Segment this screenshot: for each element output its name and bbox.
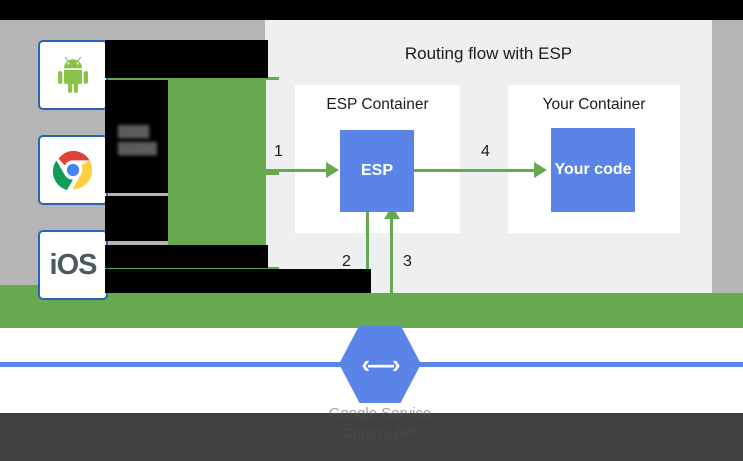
top-black-bar xyxy=(0,0,743,20)
redaction-block xyxy=(105,196,168,241)
android-connector xyxy=(104,77,279,80)
arrow-3-line xyxy=(390,218,393,330)
ios-icon: iOS xyxy=(49,248,98,281)
footer-bar xyxy=(0,413,743,461)
arrow-1-line xyxy=(265,169,327,172)
step-number-4: 4 xyxy=(481,143,490,160)
android-icon xyxy=(58,56,88,93)
footer-caption-line2: Control API xyxy=(342,425,418,442)
chrome-connector xyxy=(104,172,279,175)
footer-caption: Google Service Control API xyxy=(260,404,500,444)
step-number-1: 1 xyxy=(274,143,283,160)
client-card-android xyxy=(38,40,108,110)
blurred-label-line1: ████ xyxy=(118,126,150,138)
right-margin xyxy=(712,20,743,293)
footer-caption-line1: Google Service xyxy=(328,405,432,422)
step-number-3: 3 xyxy=(403,253,412,270)
arrow-4-line xyxy=(414,169,536,172)
redaction-block xyxy=(105,245,268,268)
diagram-title: Routing flow with ESP xyxy=(404,44,573,63)
blurred-label: ████ █████ xyxy=(118,124,170,160)
your-code-box: Your code xyxy=(551,128,635,212)
client-card-ios: iOS xyxy=(38,230,108,300)
your-container-label: Your Container xyxy=(542,96,646,113)
ios-connector xyxy=(104,267,279,270)
blurred-label-line2: █████ xyxy=(118,143,157,155)
esp-container-label: ESP Container xyxy=(326,96,429,113)
redaction-block xyxy=(105,40,268,78)
redaction-block xyxy=(105,80,168,193)
chrome-icon xyxy=(52,150,93,191)
code-brackets-icon: ‹—› xyxy=(361,348,400,379)
esp-service-box: ESP xyxy=(340,130,414,212)
arrow-4-head xyxy=(534,162,547,178)
step-number-2: 2 xyxy=(342,253,351,270)
client-card-chrome xyxy=(38,135,108,205)
arrow-1-head xyxy=(326,162,339,178)
redaction-block xyxy=(105,269,371,293)
